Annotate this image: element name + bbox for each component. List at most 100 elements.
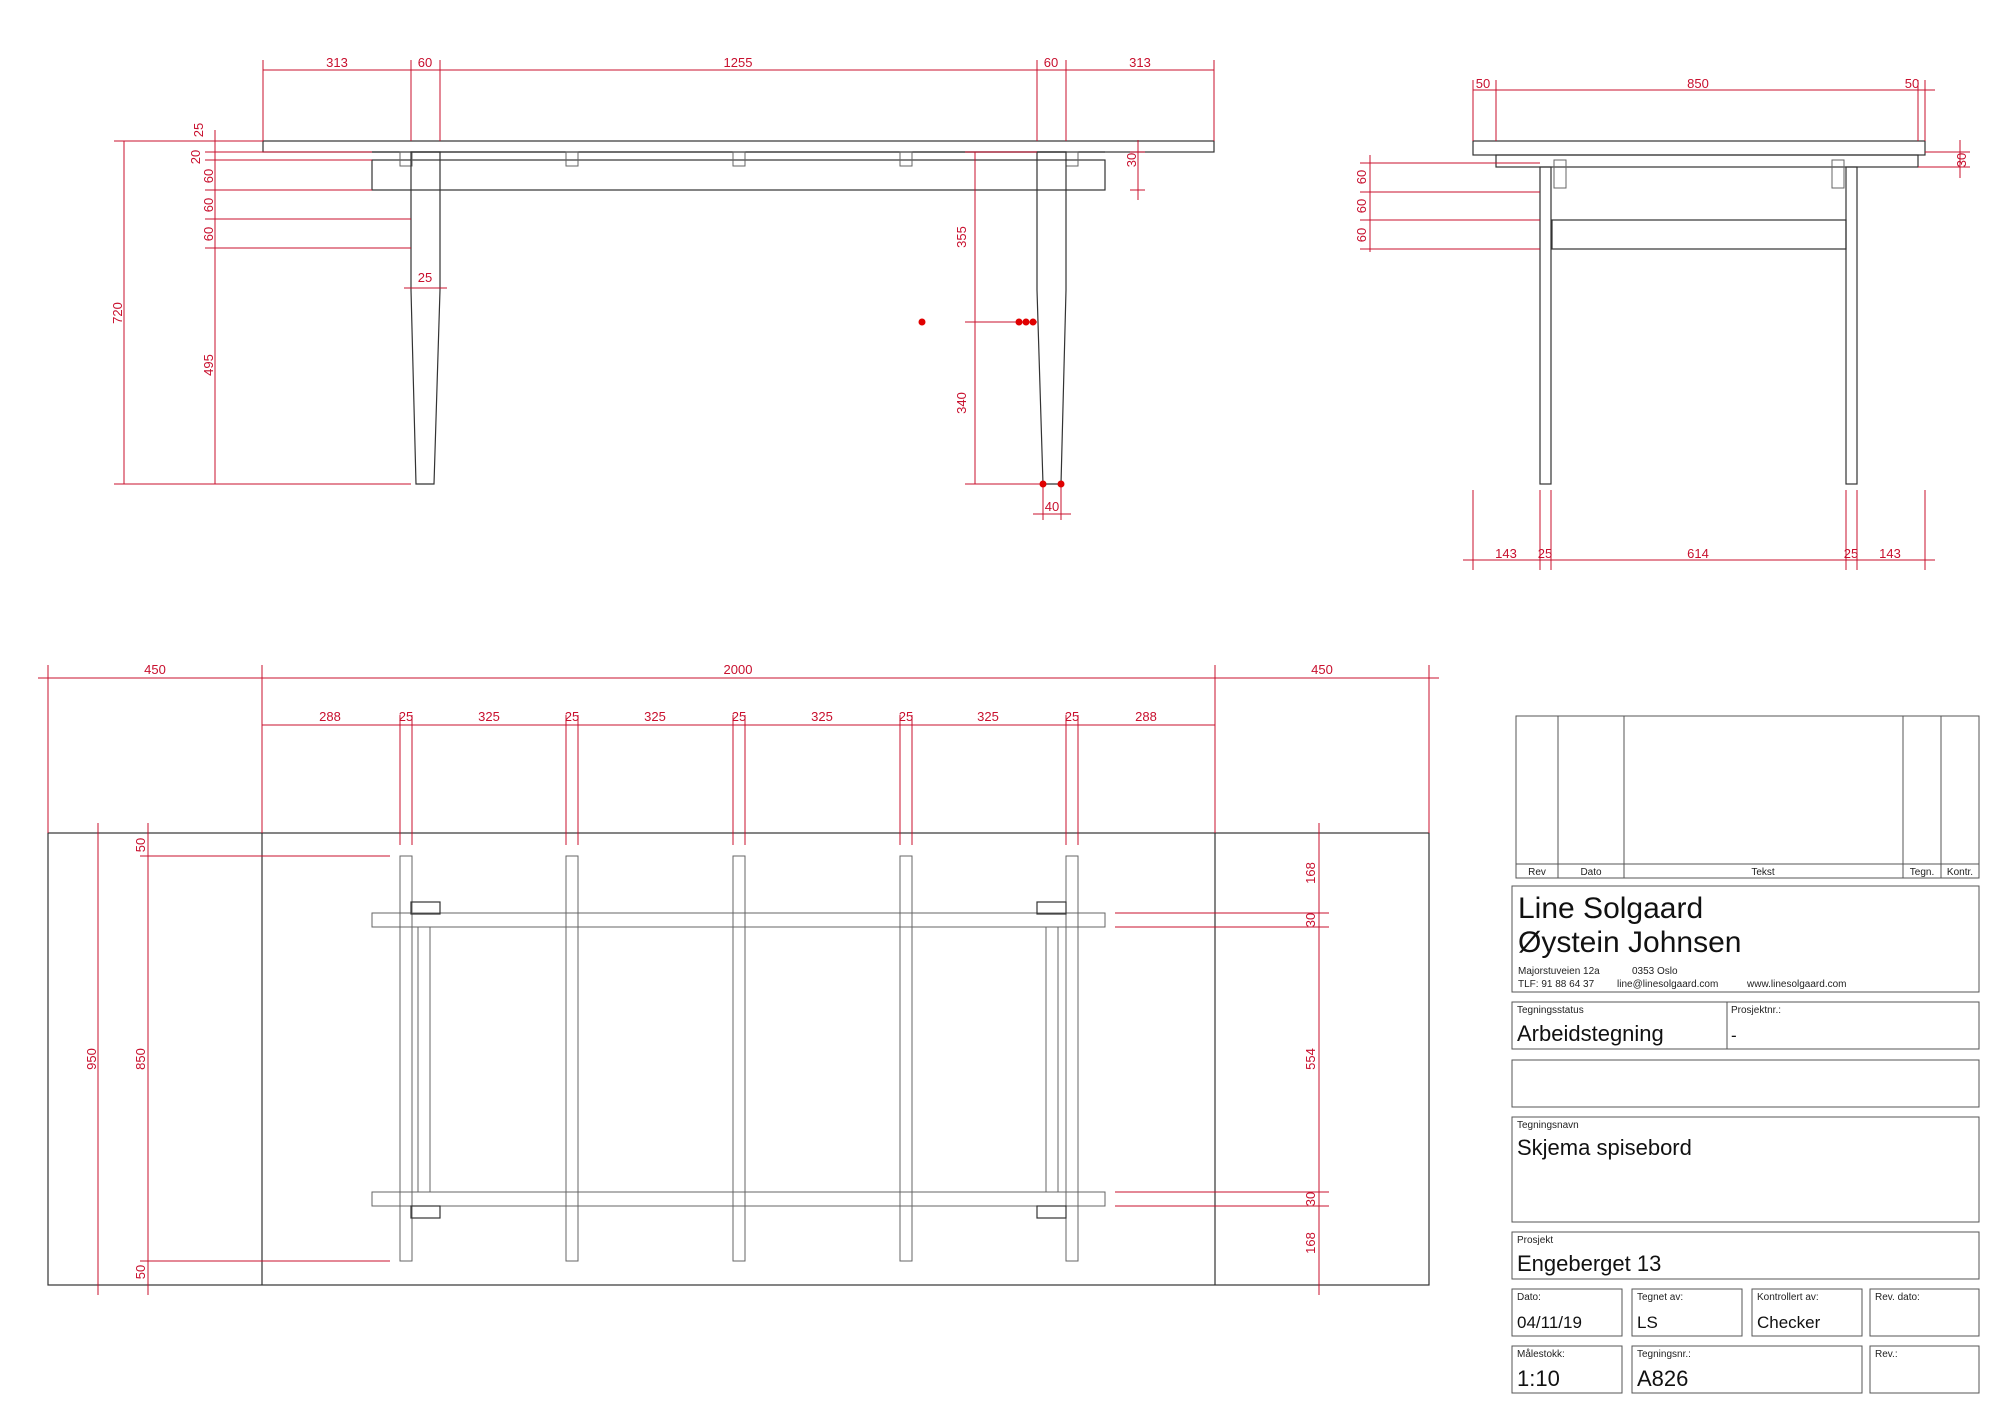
dim-front-apron-1: 60 — [201, 169, 216, 183]
rev-header-drawn: Tegn. — [1910, 867, 1934, 878]
dim-side-top-1: 50 — [1476, 76, 1490, 91]
side-bearer — [1553, 159, 1567, 189]
dim-front-top-4: 60 — [1044, 55, 1058, 70]
front-bearer — [1065, 151, 1079, 167]
firm-name-2: Øystein Johnsen — [1518, 926, 1741, 959]
dim-plan-left-1: 50 — [133, 838, 148, 852]
marker-point — [1039, 480, 1047, 488]
rev-label: Rev.: — [1875, 1349, 1898, 1360]
dim-plan-leg-10: 25 — [1065, 709, 1079, 724]
dim-front-top-3: 1255 — [724, 55, 753, 70]
drawing-number-value: A826 — [1637, 1366, 1688, 1391]
firm-box — [1511, 885, 1980, 993]
plan-slat — [565, 855, 579, 1262]
dim-side-left-3: 60 — [1354, 228, 1369, 242]
front-apron — [371, 159, 1106, 191]
drawing-number-box — [1631, 1345, 1863, 1394]
project-box — [1511, 1231, 1980, 1280]
firm-postal: 0353 Oslo — [1632, 966, 1678, 977]
dim-front-height: 720 — [110, 302, 125, 324]
dim-plan-leg-11: 288 — [1135, 709, 1157, 724]
dim-front-lower-leg: 340 — [954, 392, 969, 414]
front-bearer — [399, 151, 413, 167]
dim-front-top-thickness: 25 — [191, 123, 206, 137]
status-value: Arbeidstegning — [1517, 1021, 1664, 1046]
rev-header-text: Tekst — [1751, 867, 1775, 878]
dim-plan-right-2: 30 — [1303, 913, 1318, 927]
firm-phone: TLF: 91 88 64 37 — [1518, 979, 1595, 990]
dim-front-foot: 40 — [1045, 499, 1059, 514]
drawn-by-box — [1631, 1288, 1743, 1337]
plan-rail — [371, 1191, 1106, 1207]
plan-outline — [47, 832, 1430, 1286]
front-tabletop — [262, 140, 1215, 153]
drawn-by-label: Tegnet av: — [1637, 1292, 1683, 1303]
front-bearer — [732, 151, 746, 167]
project-number-box — [1726, 1001, 1980, 1050]
dim-plan-leg-3: 325 — [478, 709, 500, 724]
dim-front-upper-leg: 355 — [954, 226, 969, 248]
dim-front-apron-3: 60 — [201, 227, 216, 241]
dim-plan-leg-4: 25 — [565, 709, 579, 724]
dim-side-bottom-4: 25 — [1844, 546, 1858, 561]
dim-side-left-2: 60 — [1354, 199, 1369, 213]
dim-plan-leaf-left: 450 — [144, 662, 166, 677]
dim-side-left-1: 60 — [1354, 170, 1369, 184]
scale-value: 1:10 — [1517, 1366, 1560, 1391]
status-label: Tegningsstatus — [1517, 1005, 1584, 1016]
dim-plan-right-1: 168 — [1303, 862, 1318, 884]
dim-front-apron-offset: 30 — [1124, 153, 1139, 167]
plan-slat — [899, 855, 913, 1262]
drawing-name-box — [1511, 1116, 1980, 1223]
dim-side-top-2: 850 — [1687, 76, 1709, 91]
dim-side-bottom-1: 143 — [1495, 546, 1517, 561]
dim-plan-left-3: 50 — [133, 1265, 148, 1279]
plan-leg — [410, 1205, 441, 1219]
side-bearer — [1831, 159, 1845, 189]
dim-plan-leg-6: 25 — [732, 709, 746, 724]
dim-plan-leg-5: 325 — [644, 709, 666, 724]
front-right-leg — [1036, 151, 1067, 485]
side-stretcher — [1551, 219, 1847, 250]
side-tabletop — [1472, 140, 1926, 156]
front-bearer — [899, 151, 913, 167]
front-left-leg — [410, 151, 441, 485]
dim-front-leg-width: 25 — [418, 270, 432, 285]
checked-by-label: Kontrollert av: — [1757, 1292, 1819, 1303]
drawing-name-label: Tegningsnavn — [1517, 1120, 1579, 1131]
rev-header-checked: Kontr. — [1947, 867, 1973, 878]
marker-point — [1057, 480, 1065, 488]
side-apron — [1495, 154, 1919, 168]
dim-front-leg-length: 495 — [201, 354, 216, 376]
dim-plan-leaf-right: 450 — [1311, 662, 1333, 677]
firm-email: line@linesolgaard.com — [1617, 979, 1718, 990]
side-right-leg — [1845, 166, 1858, 485]
dim-side-top-3: 50 — [1905, 76, 1919, 91]
marker-point — [918, 318, 926, 326]
dim-front-apron-2: 60 — [201, 198, 216, 212]
marker-point — [1015, 318, 1023, 326]
firm-web: www.linesolgaard.com — [1746, 979, 1847, 990]
plan-slat — [1065, 855, 1079, 1262]
side-left-leg — [1539, 166, 1552, 485]
plan-view: 450 2000 450 288 25 325 25 325 25 325 25… — [38, 662, 1439, 1295]
scale-label: Målestokk: — [1517, 1348, 1565, 1360]
scale-box — [1511, 1345, 1623, 1394]
dim-side-bottom-5: 143 — [1879, 546, 1901, 561]
plan-leg — [1036, 901, 1067, 915]
dim-front-top-2: 60 — [418, 55, 432, 70]
plan-frame — [417, 926, 431, 1193]
dim-side-right: 30 — [1954, 153, 1969, 167]
date-label: Dato: — [1517, 1292, 1541, 1303]
plan-slat — [399, 855, 413, 1262]
project-number-value: - — [1731, 1026, 1737, 1045]
dim-plan-leg-9: 325 — [977, 709, 999, 724]
checked-by-box — [1751, 1288, 1863, 1337]
marker-point — [1022, 318, 1030, 326]
plan-frame — [1045, 926, 1059, 1193]
dim-plan-leg-8: 25 — [899, 709, 913, 724]
dim-plan-width: 950 — [84, 1048, 99, 1070]
blank-box — [1511, 1059, 1980, 1108]
firm-address: Majorstuveien 12a — [1518, 966, 1600, 977]
